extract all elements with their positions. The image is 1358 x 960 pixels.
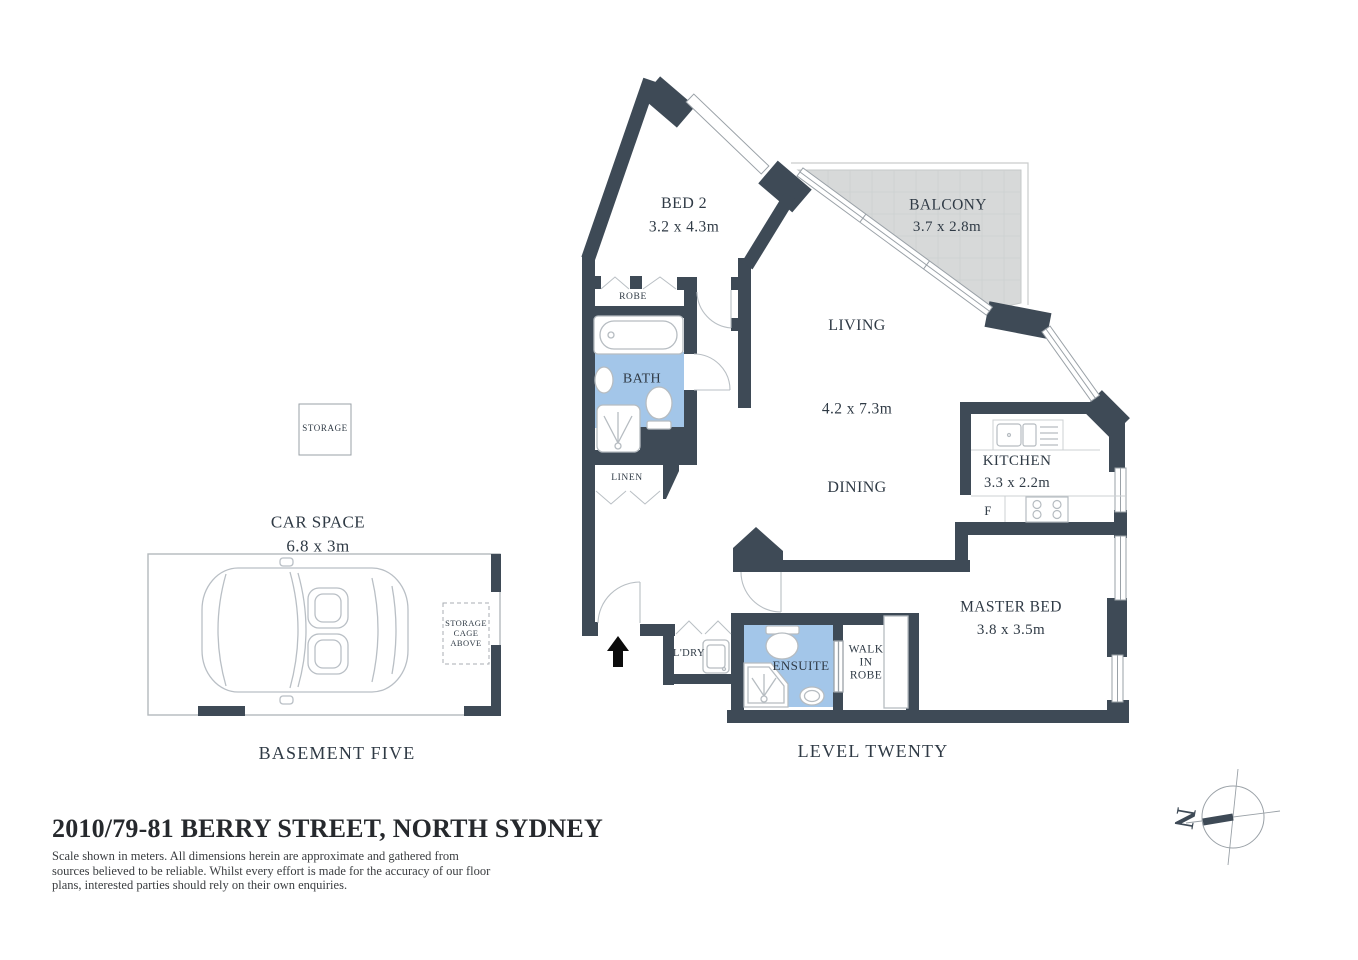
- car-space-dims: 6.8 x 3m: [286, 536, 350, 556]
- disclaimer-text: Scale shown in meters. All dimensions he…: [52, 849, 491, 893]
- ensuite-shower-icon: [743, 662, 789, 708]
- master-door: [740, 571, 782, 613]
- master-bed-dims: 3.8 x 3.5m: [976, 621, 1046, 638]
- storage-cage-label: STORAGE CAGE ABOVE: [445, 618, 487, 648]
- kitchen-dims: 3.3 x 2.2m: [978, 475, 1056, 492]
- linen-label: LINEN: [611, 472, 643, 483]
- bath-door: [693, 353, 731, 391]
- car-space-outline: [147, 553, 501, 716]
- living-corner-window: [1041, 325, 1101, 402]
- storage-label: STORAGE: [302, 423, 348, 434]
- kitchen-sink-icon: [996, 423, 1058, 447]
- fixtures: [593, 315, 909, 709]
- bathtub-icon: [593, 315, 684, 355]
- balcony-dims: 3.7 x 2.8m: [912, 218, 982, 235]
- laundry-label: L'DRY: [673, 648, 705, 660]
- apartment-walls: [582, 256, 1129, 723]
- ensuite-basin-icon: [799, 686, 825, 706]
- bed2-door: [696, 290, 732, 329]
- living-dims: 4.2 x 7.3m: [821, 400, 893, 418]
- wardrobe-icon: [883, 615, 909, 709]
- laundry-bifold: [675, 620, 732, 635]
- robe-label: ROBE: [619, 291, 647, 302]
- car-icon: [201, 557, 409, 705]
- stove-icon: [1025, 496, 1069, 523]
- entry-arrow-icon: [607, 636, 629, 667]
- ensuite-sliding-door: [833, 640, 844, 693]
- doors: [597, 290, 782, 624]
- diagonal-walls: [581, 76, 1130, 438]
- master-bed-label: MASTER BED: [960, 598, 1062, 616]
- compass-icon: [1185, 768, 1281, 866]
- basement-caption: BASEMENT FIVE: [258, 743, 416, 764]
- walk-in-robe-label: WALK IN ROBE: [848, 643, 884, 682]
- bath-label: BATH: [622, 371, 662, 387]
- bath-toilet-icon: [645, 386, 673, 430]
- entry-door: [597, 581, 641, 624]
- windows: [685, 93, 1127, 703]
- balcony-label: BALCONY: [909, 196, 987, 214]
- right-wall-windows: [1111, 467, 1127, 703]
- kitchen-label: KITCHEN: [977, 452, 1057, 470]
- kitchen-counter: [971, 419, 1127, 522]
- car-space-label: CAR SPACE: [270, 512, 366, 532]
- balcony-sliding-door: [796, 167, 994, 316]
- dining-label: DINING: [827, 479, 887, 497]
- basement-plan: [147, 403, 501, 716]
- bifold-doors: [595, 276, 732, 635]
- level-caption: LEVEL TWENTY: [797, 741, 949, 762]
- washer-icon: [702, 639, 730, 674]
- bath-shower-icon: [596, 404, 641, 453]
- bed2-label: BED 2: [661, 195, 707, 213]
- basement-walls: [198, 554, 501, 716]
- ensuite-toilet-icon: [765, 625, 800, 660]
- storage-cage-outline: [442, 602, 490, 665]
- bed2-window: [685, 93, 770, 175]
- storage-box-outline: [298, 403, 352, 456]
- fridge-label: F: [984, 504, 992, 519]
- robe-bifold: [600, 276, 677, 290]
- apartment-plan: [581, 76, 1130, 723]
- bed2-dims: 3.2 x 4.3m: [648, 218, 720, 236]
- ensuite-label: ENSUITE: [772, 657, 830, 673]
- page-title: 2010/79-81 BERRY STREET, NORTH SYDNEY: [52, 814, 603, 843]
- living-label: LIVING: [828, 317, 886, 335]
- bath-basin-icon: [594, 366, 614, 394]
- linen-bifold: [595, 490, 661, 505]
